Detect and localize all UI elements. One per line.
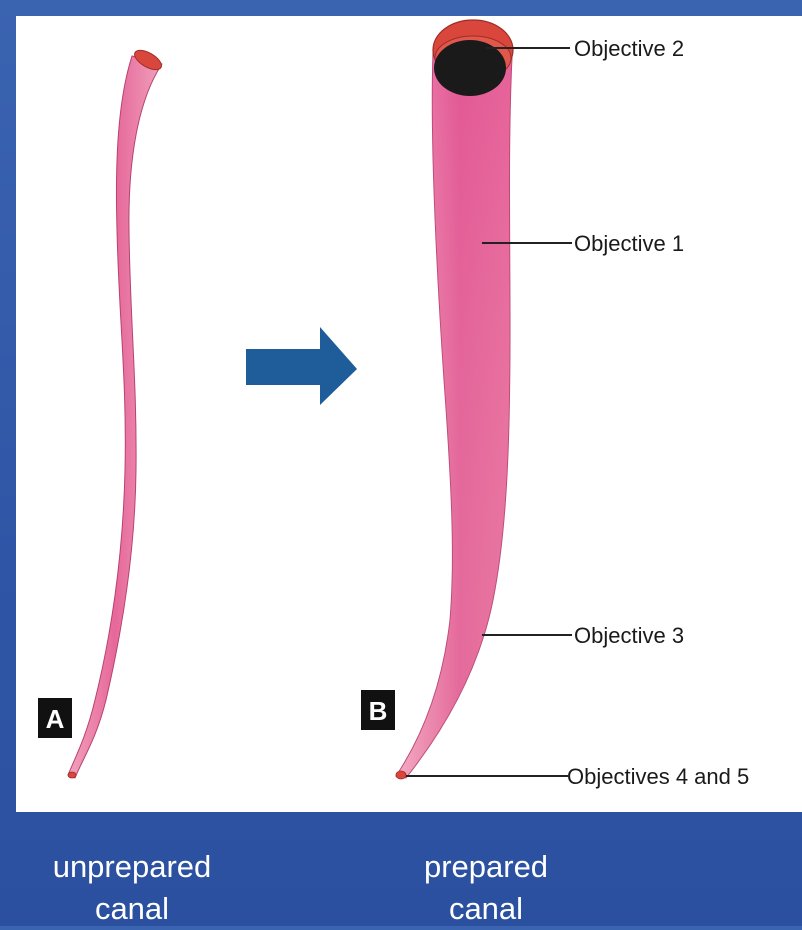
caption-right-line1: prepared (356, 846, 616, 888)
unprepared-apex (68, 772, 76, 778)
label-objectives-4-5: Objectives 4 and 5 (567, 764, 749, 789)
caption-left-line2: canal (2, 888, 262, 930)
canal-diagram: Objective 2 Objective 1 Objective 3 Obje… (16, 16, 802, 812)
caption-unprepared-canal: unprepared canal (2, 846, 262, 930)
caption-right-line2: canal (356, 888, 616, 930)
caption-prepared-canal: prepared canal (356, 846, 616, 930)
label-objective-3: Objective 3 (574, 623, 684, 648)
label-objective-2: Objective 2 (574, 36, 684, 61)
prepared-apex (396, 771, 406, 779)
panel-a-badge: A (38, 698, 72, 738)
prepared-canal (396, 20, 513, 779)
panel-b-badge: B (361, 690, 395, 730)
unprepared-canal (68, 46, 164, 778)
right-arrow-icon (246, 327, 357, 405)
figure-panel: Objective 2 Objective 1 Objective 3 Obje… (16, 16, 802, 812)
label-objective-1: Objective 1 (574, 231, 684, 256)
panel-a-letter: A (46, 704, 65, 734)
panel-b-letter: B (369, 696, 388, 726)
caption-left-line1: unprepared (2, 846, 262, 888)
